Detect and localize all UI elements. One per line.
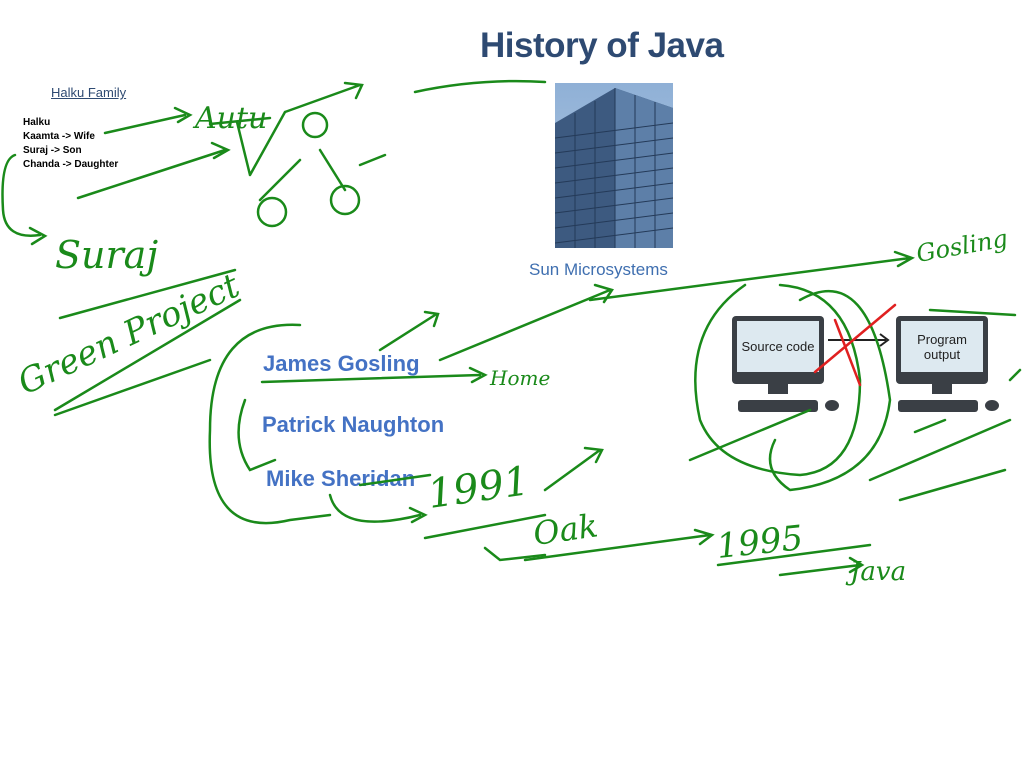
annotation-text: 1991 xyxy=(425,458,532,518)
keyboard-icon xyxy=(738,400,818,412)
skyscraper-icon xyxy=(555,88,673,248)
annotation-text: Java xyxy=(845,557,906,587)
name-mike-sheridan: Mike Sheridan xyxy=(266,466,416,491)
family-member: Chanda -> Daughter xyxy=(23,159,119,170)
annotation-text: Green Project xyxy=(12,266,246,404)
name-james-gosling: James Gosling xyxy=(263,351,420,376)
name-patrick-naughton: Patrick Naughton xyxy=(262,412,445,437)
program-output-screen: Program output xyxy=(901,321,983,372)
source-code-screen: Source code xyxy=(737,321,819,372)
annotation-text: Suraj xyxy=(55,233,158,277)
monitor-icon: Source code xyxy=(732,316,824,384)
building-image xyxy=(555,83,673,248)
compile-diagram: Source code Program output xyxy=(730,316,1010,420)
annotation-text: Autu xyxy=(192,101,267,136)
monitor-stand xyxy=(932,384,952,394)
family-list: Halku Kaamta -> Wife Suraj -> Son Chanda… xyxy=(23,116,118,172)
keyboard-icon xyxy=(898,400,978,412)
family-member: Kaamta -> Wife xyxy=(23,131,95,142)
annotation-text: Gosling xyxy=(914,224,1010,268)
image-caption: Sun Microsystems xyxy=(529,260,668,279)
monitor-stand xyxy=(768,384,788,394)
annotation-text: Oak xyxy=(531,506,600,553)
monitor-icon: Program output xyxy=(896,316,988,384)
mouse-icon xyxy=(825,400,839,411)
slide-title: History of Java xyxy=(480,26,724,65)
annotation-text: Home xyxy=(489,366,550,390)
family-member: Halku xyxy=(23,117,51,128)
annotation-text: 1995 xyxy=(715,518,805,567)
mouse-icon xyxy=(985,400,999,411)
family-heading: Halku Family xyxy=(51,85,127,100)
family-member: Suraj -> Son xyxy=(23,145,82,156)
